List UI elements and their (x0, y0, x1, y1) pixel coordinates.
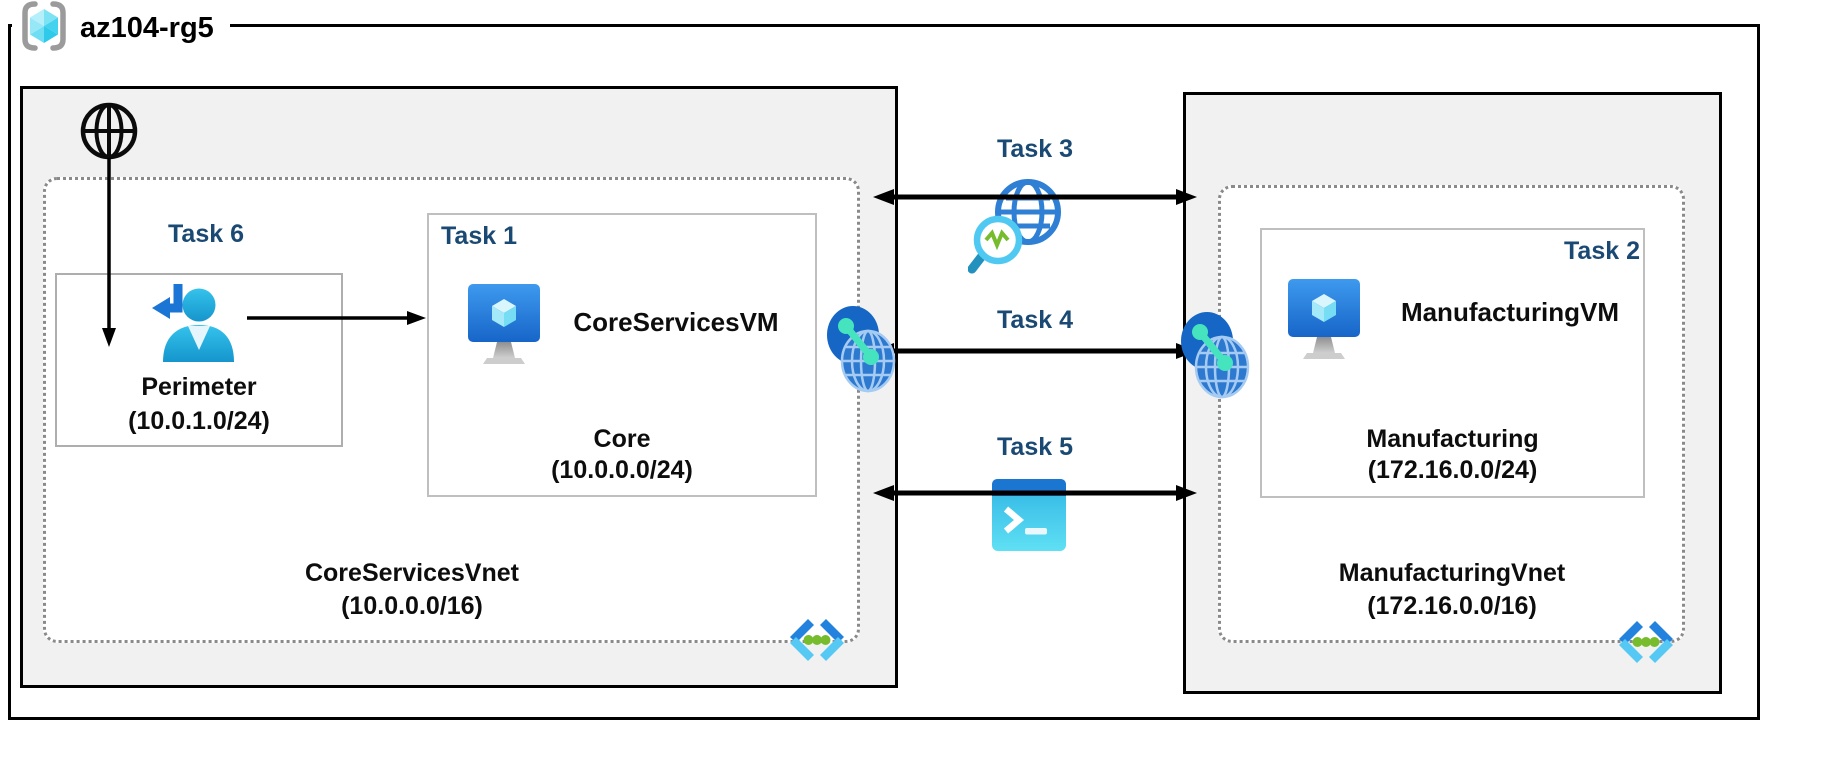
virtual-machine-icon (464, 280, 544, 381)
task5-label: Task 5 (997, 433, 1073, 461)
task1-label: Task 1 (441, 222, 517, 250)
task2-box (1260, 228, 1645, 498)
virtual-machine-icon-right (1284, 275, 1364, 376)
virtual-network-icon-left (786, 615, 848, 670)
manufacturing-vnet-name: ManufacturingVnet (1338, 559, 1566, 587)
task3-peering-arrow (872, 187, 1198, 212)
resource-group-name: az104-rg5 (80, 11, 214, 44)
manufacturing-subnet-name: Manufacturing (1366, 425, 1539, 453)
resource-group-icon (16, 0, 72, 58)
perimeter-subnet-cidr: (10.0.1.0/24) (128, 407, 270, 435)
task4-peering-arrow (872, 341, 1198, 366)
virtual-network-icon-right (1615, 617, 1677, 672)
task4-label: Task 4 (997, 306, 1073, 334)
perimeter-subnet-name: Perimeter (141, 373, 257, 401)
task5-connection-arrow (872, 483, 1198, 508)
core-vm-name: CoreServicesVM (573, 307, 779, 337)
sign-in-person-icon (150, 278, 236, 369)
core-subnet-name: Core (593, 425, 651, 453)
manufacturing-vm-name: ManufacturingVM (1400, 297, 1620, 327)
network-watcher-icon (967, 172, 1068, 283)
core-vnet-cidr: (10.0.0.0/16) (341, 592, 483, 620)
manufacturing-subnet-cidr: (172.16.0.0/24) (1367, 456, 1538, 484)
core-vnet-name: CoreServicesVnet (304, 559, 519, 587)
resource-group-header: az104-rg5 (12, 0, 230, 56)
task6-label: Task 6 (168, 220, 244, 248)
task3-label: Task 3 (997, 135, 1073, 163)
internet-globe-icon (79, 101, 139, 166)
internet-to-perimeter-arrow (100, 158, 118, 353)
vnet-peering-icon-left (826, 305, 896, 398)
manufacturing-vnet-cidr: (172.16.0.0/16) (1367, 592, 1537, 620)
vnet-peering-icon-right (1180, 311, 1250, 404)
task1-box (427, 213, 817, 497)
task2-label: Task 2 (1564, 237, 1640, 265)
perimeter-to-vm-arrow (247, 308, 427, 333)
core-subnet-cidr: (10.0.0.0/24) (551, 456, 693, 484)
